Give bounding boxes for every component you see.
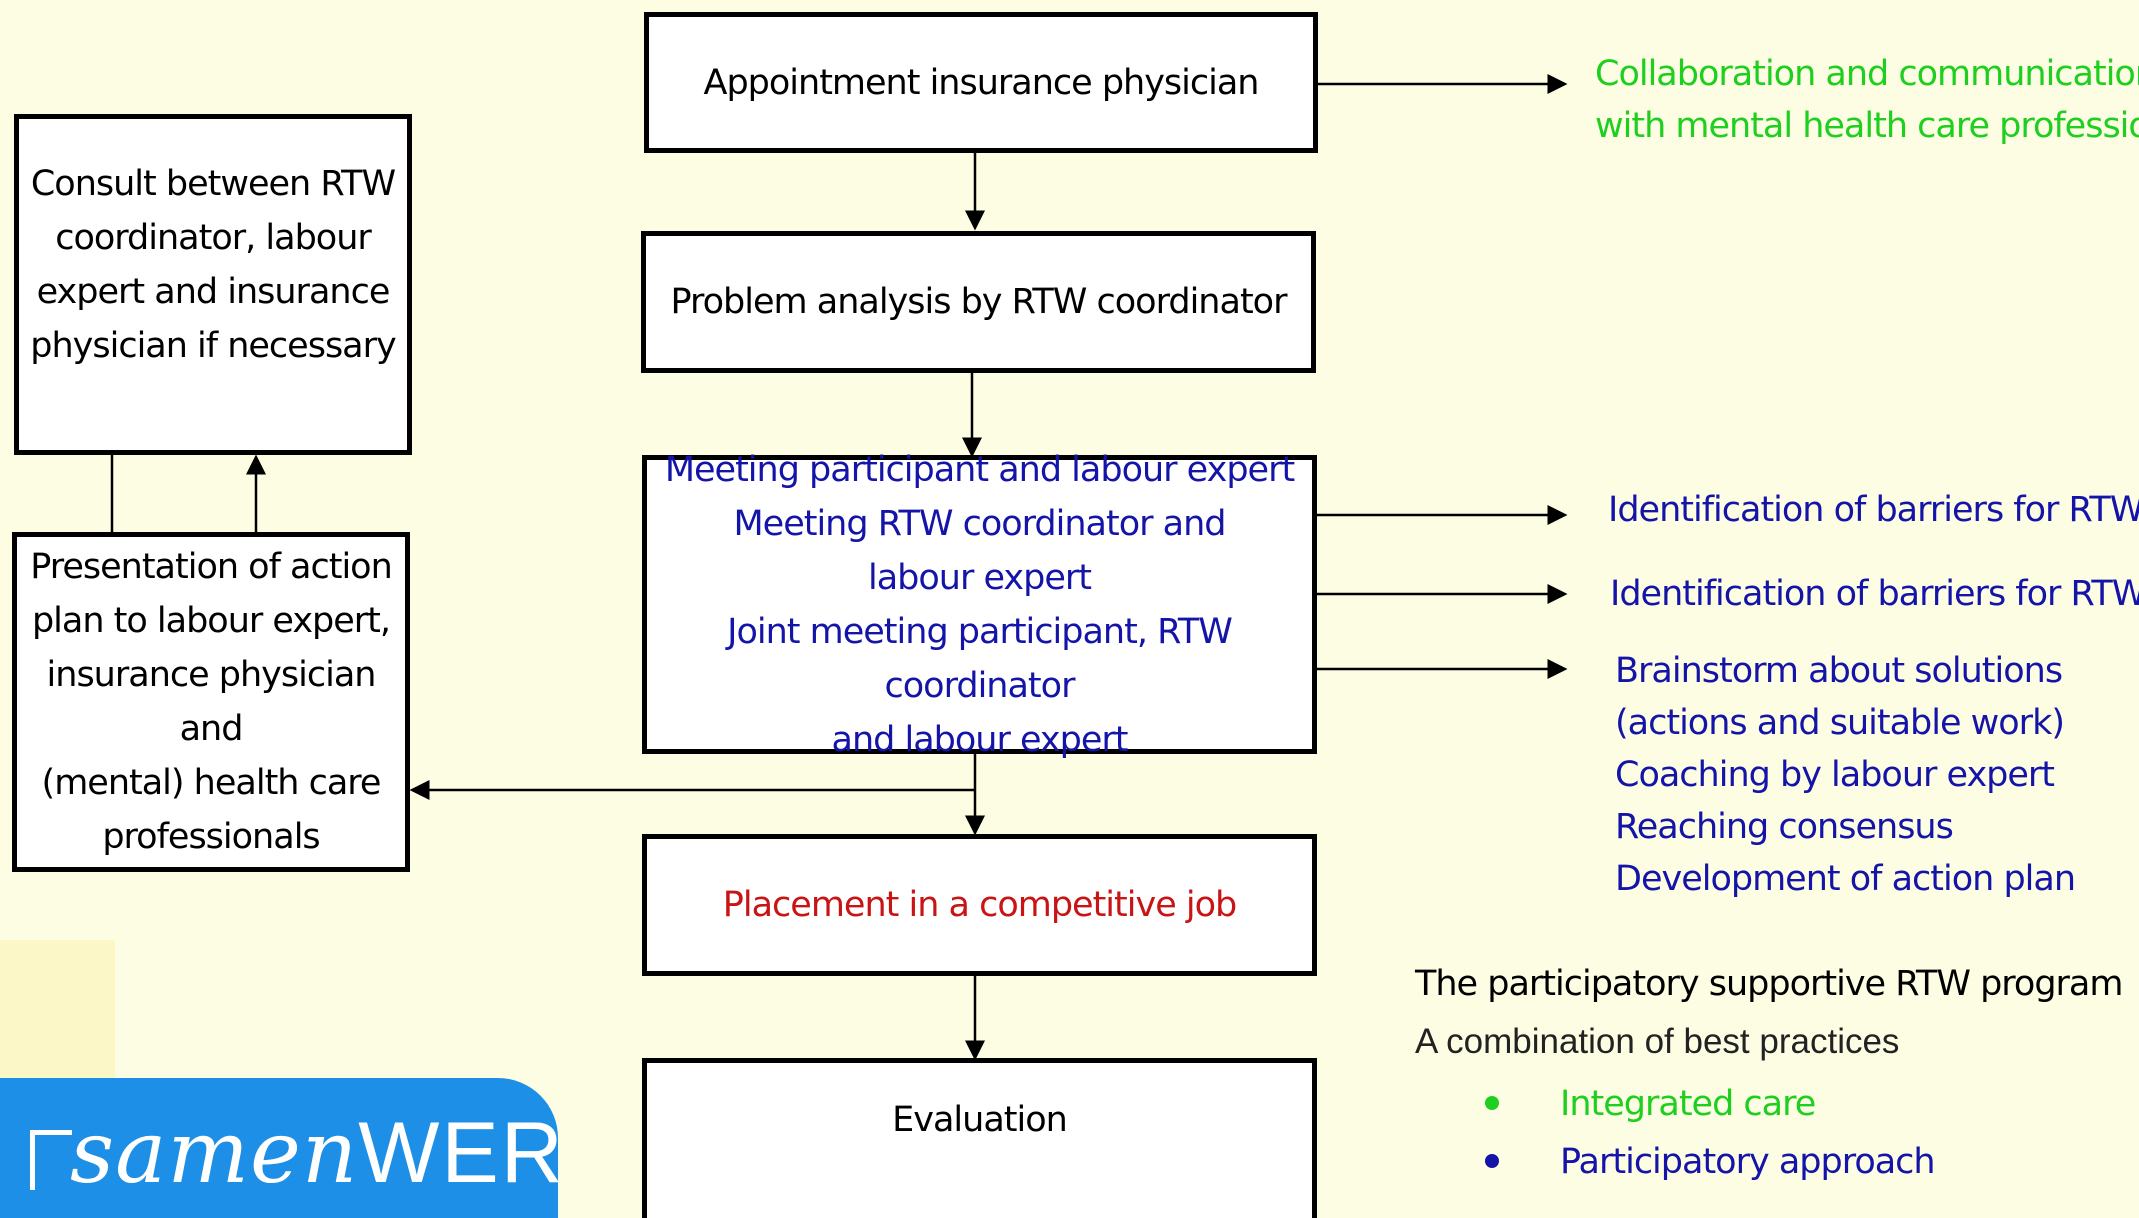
practice-integrated-care: Integrated care — [1560, 1084, 1816, 1124]
appointment-box: Appointment insurance physician — [644, 12, 1318, 153]
collaboration-line-1: Collaboration and communication — [1595, 54, 2139, 94]
placement-label: Placement in a competitive job — [722, 885, 1237, 925]
meetings-line-1: Meeting participant and labour expert — [664, 449, 1295, 490]
collaboration-annotation: Collaboration and communication with men… — [1595, 48, 2139, 152]
solutions-line-1: Brainstorm about solutions — [1615, 651, 2063, 691]
solutions-line-4: Reaching consensus — [1615, 807, 1954, 847]
meetings-line-4: Joint meeting participant, RTW coordinat… — [727, 611, 1233, 706]
practice-participatory-approach: Participatory approach — [1560, 1142, 1936, 1182]
meetings-box: Meeting participant and labour expert Me… — [642, 450, 1317, 760]
presentation-line-2: plan to labour expert, — [31, 601, 391, 641]
problem-analysis-box: Problem analysis by RTW coordinator — [641, 231, 1316, 373]
bullet-icon — [1485, 1096, 1499, 1110]
meetings-line-5: and labour expert — [831, 719, 1129, 760]
solutions-line-5: Development of action plan — [1615, 859, 2076, 899]
solutions-line-2: (actions and suitable work) — [1615, 703, 2065, 743]
solutions-annotation: Brainstorm about solutions (actions and … — [1615, 645, 2076, 905]
problem-analysis-label: Problem analysis by RTW coordinator — [670, 282, 1288, 322]
program-title: The participatory supportive RTW program — [1415, 964, 2123, 1004]
presentation-line-4: (mental) health care — [41, 763, 382, 803]
collaboration-line-2: with mental health care professionals — [1595, 106, 2139, 146]
evaluation-label: Evaluation — [892, 1099, 1068, 1140]
program-subtitle: A combination of best practices — [1415, 1022, 1900, 1061]
appointment-label: Appointment insurance physician — [703, 62, 1260, 103]
logo-script-text: samen — [70, 1103, 359, 1203]
logo-wordmark: samenWERK — [70, 1108, 558, 1198]
samenwerk-logo: samenWERK — [0, 1078, 558, 1218]
consult-line-4: physician if necessary — [30, 326, 396, 366]
consult-line-3: expert and insurance — [36, 272, 391, 312]
bullet-icon — [1485, 1154, 1499, 1168]
evaluation-box: Evaluation — [642, 1058, 1317, 1218]
logo-background-tint — [0, 940, 115, 1080]
consult-line-2: coordinator, labour — [55, 218, 372, 258]
presentation-line-1: Presentation of action — [30, 547, 393, 587]
logo-caps-text: WERK — [358, 1105, 558, 1201]
presentation-box: Presentation of action plan to labour ex… — [12, 532, 410, 872]
barriers-annotation-2: Identification of barriers for RTW — [1610, 568, 2139, 620]
solutions-line-3: Coaching by labour expert — [1615, 755, 2055, 795]
meetings-line-2: Meeting RTW coordinator and — [733, 503, 1226, 544]
presentation-line-3: insurance physician and — [46, 655, 377, 749]
placement-box: Placement in a competitive job — [642, 834, 1317, 976]
presentation-line-5: professionals — [102, 817, 320, 857]
consult-box: Consult between RTW coordinator, labour … — [14, 114, 412, 455]
barriers-1-text: Identification of barriers for RTW — [1608, 490, 2139, 530]
barriers-2-text: Identification of barriers for RTW — [1610, 574, 2139, 614]
barriers-annotation-1: Identification of barriers for RTW — [1608, 484, 2139, 536]
consult-line-1: Consult between RTW — [30, 164, 396, 204]
meetings-line-3: labour expert — [868, 557, 1092, 598]
logo-mark-icon — [30, 1130, 72, 1190]
